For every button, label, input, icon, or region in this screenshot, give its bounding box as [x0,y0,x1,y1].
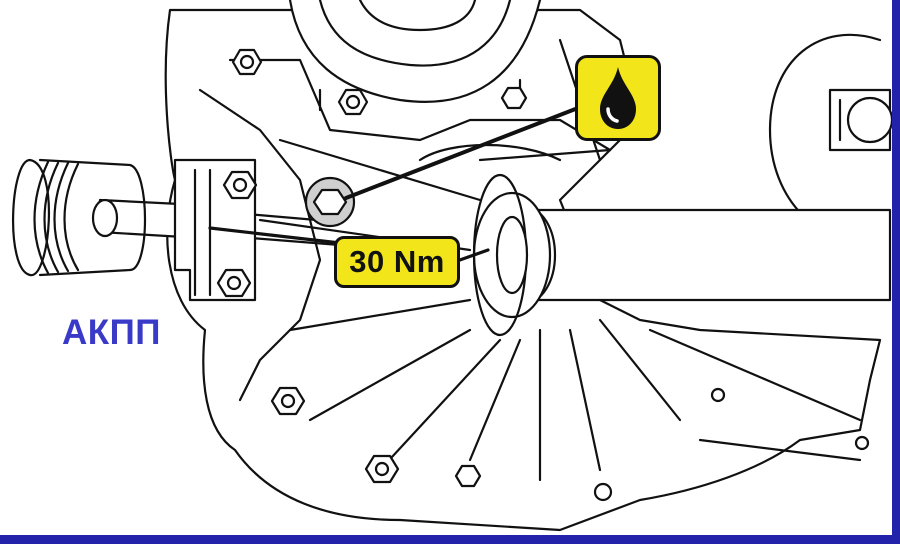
leader-line-torque [208,226,342,245]
torque-spec-label: 30 Nm [334,236,460,288]
bolts [216,48,870,502]
frame-border-right [892,0,900,544]
leader-line-torque-right [455,248,490,263]
top-flange [288,0,542,112]
fill-plug [304,176,356,228]
frame-border-bottom [0,535,900,544]
transmission-label: АКПП [62,313,161,352]
leader-line-oil [344,106,580,200]
output-shaft [472,173,892,337]
right-disc [768,33,894,243]
oil-badge [575,55,661,141]
oil-drop-icon [600,67,636,129]
